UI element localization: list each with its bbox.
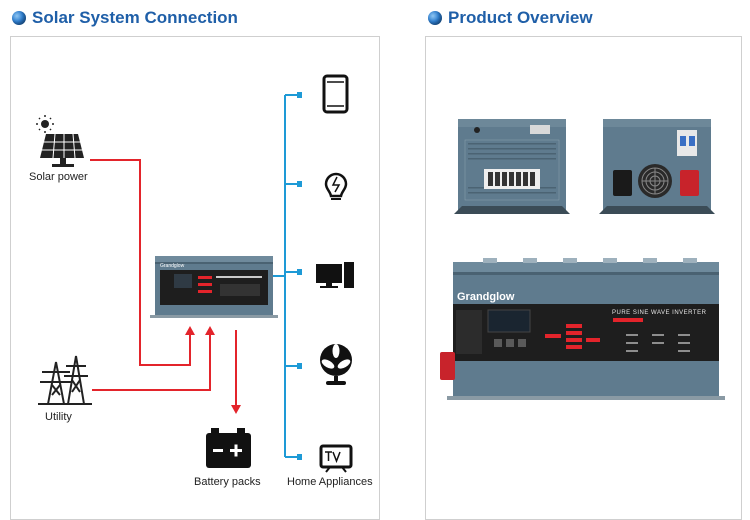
solar-panel-icon xyxy=(36,115,84,167)
inverter-brand-logo: Grandglow xyxy=(457,291,515,303)
solar-power-label: Solar power xyxy=(29,171,88,183)
desktop-computer-icon xyxy=(316,262,354,288)
inverter-small-brand: Grandglow xyxy=(160,263,185,269)
input-lines xyxy=(90,159,237,408)
section-title-product-overview: Product Overview xyxy=(428,8,593,28)
inverter-small xyxy=(150,256,278,318)
plug-icon xyxy=(297,269,302,275)
inverter-front-end xyxy=(454,119,570,214)
section-title-text: Product Overview xyxy=(448,8,593,27)
battery-icon xyxy=(206,428,251,468)
arrow-up-icon xyxy=(185,326,195,335)
arrow-down-icon xyxy=(231,405,241,414)
tv-icon xyxy=(319,444,353,473)
plug-icon xyxy=(297,181,302,187)
inverter-main-view xyxy=(440,258,725,400)
fan-icon xyxy=(320,344,352,385)
utility-label: Utility xyxy=(45,411,72,423)
inverter-model-text: PURE SINE WAVE INVERTER xyxy=(612,310,707,316)
light-bulb-icon xyxy=(324,172,348,200)
inverter-rear-end xyxy=(599,119,715,214)
utility-input-line xyxy=(92,333,211,391)
plug-icon xyxy=(297,92,302,98)
battery-packs-label: Battery packs xyxy=(194,476,261,488)
phone-icon xyxy=(322,74,349,114)
arrow-up-icon xyxy=(205,326,215,335)
globe-icon xyxy=(12,11,26,25)
section-title-solar-connection: Solar System Connection xyxy=(12,8,238,28)
plug-icon xyxy=(297,363,302,369)
solar-input-line xyxy=(90,159,191,366)
output-lines xyxy=(273,94,298,458)
power-tower-icon xyxy=(38,355,92,405)
plug-icon xyxy=(297,454,302,460)
section-title-text: Solar System Connection xyxy=(32,8,238,27)
home-appliances-label: Home Appliances xyxy=(287,476,373,488)
globe-icon xyxy=(428,11,442,25)
